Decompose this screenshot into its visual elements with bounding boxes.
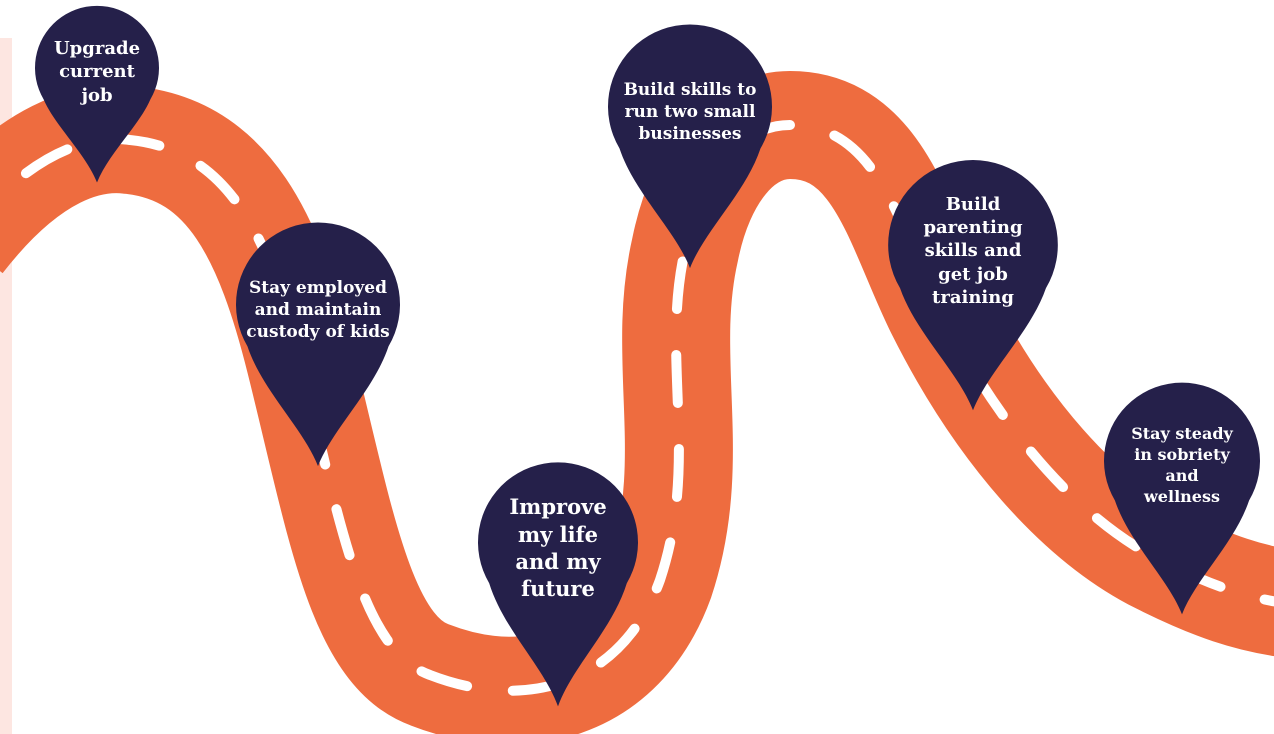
map-pin-icon [35, 5, 159, 183]
milestone-pin-parenting-skills: Build parenting skills and get job train… [888, 160, 1058, 412]
road-center-dashes [0, 119, 1274, 696]
milestone-pin-build-skills: Build skills to run two small businesses [608, 24, 772, 270]
map-pin-icon [1104, 382, 1260, 615]
milestone-pin-upgrade-job: Upgrade current job [35, 5, 159, 184]
milestone-label: Build skills to run two small businesses [623, 79, 757, 145]
milestone-label: Stay steady in sobriety and wellness [1131, 424, 1233, 506]
milestone-label: Stay employed and maintain custody of ki… [246, 277, 390, 343]
milestone-pin-improve-life: Improve my life and my future [478, 462, 638, 708]
map-pin-icon [236, 222, 400, 467]
milestone-label: Improve my life and my future [509, 494, 607, 602]
map-pin-icon [478, 462, 638, 707]
milestone-label: Upgrade current job [53, 37, 141, 106]
milestone-pin-stay-employed: Stay employed and maintain custody of ki… [236, 222, 400, 468]
milestone-label: Build parenting skills and get job train… [923, 193, 1023, 309]
map-pin-icon [888, 160, 1058, 411]
milestone-pin-sobriety: Stay steady in sobriety and wellness [1104, 382, 1260, 616]
map-pin-icon [608, 24, 772, 269]
